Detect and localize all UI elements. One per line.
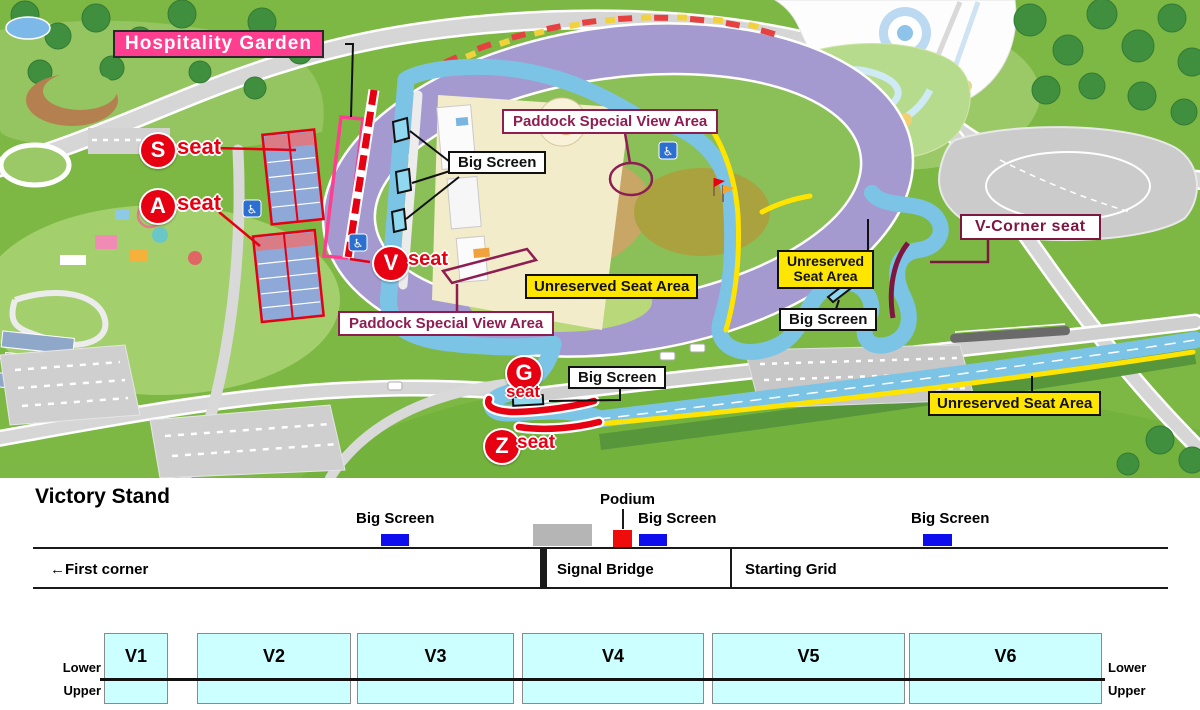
big-screen-label-1: Big Screen [356, 510, 435, 527]
s-seat-word: seat [177, 134, 222, 159]
big-screen-pit-label: Big Screen [448, 151, 547, 174]
paddock-special-view-top-label: Paddock Special View Area [502, 109, 719, 134]
a-seat-circle: A [139, 188, 177, 225]
wheelchair-icon: ♿ [658, 141, 678, 160]
a-seat-word: seat [177, 190, 222, 215]
forest [10, 0, 1200, 476]
maroon-annotations [440, 132, 990, 319]
track-top-line [33, 547, 1168, 549]
z-seat-word: seat [517, 432, 556, 453]
g-seat-word: seat [506, 382, 541, 401]
wheelchair-icon: ♿ [242, 199, 262, 218]
big-screen-marker-1 [381, 534, 409, 546]
z-seat-badge: Z seat [483, 428, 555, 465]
circuit-map-illustration: ♿ ♿ ♿ [0, 0, 1200, 478]
gz-seat-stands [482, 393, 605, 435]
podium-label: Podium [600, 491, 655, 508]
section-v6-label: V6 [994, 646, 1017, 666]
victory-stand-diagram: Victory Stand Big Screen Podium Big Scre… [0, 478, 1200, 710]
unreserved-right-line1: Unreserved [787, 253, 865, 269]
signal-bridge-label: Signal Bridge [557, 561, 654, 578]
track-bottom-line [33, 587, 1168, 589]
hospitality-garden-label: Hospitality Garden [113, 30, 324, 58]
seat-connectors [213, 146, 371, 264]
wheelchair-icon: ♿ [348, 233, 368, 252]
section-v6: V6 [909, 633, 1102, 704]
victory-stand-title: Victory Stand [35, 485, 170, 508]
connectors [345, 43, 1033, 402]
lower-label-left: Lower [62, 660, 101, 675]
svg-text:♿: ♿ [353, 237, 364, 251]
flag-icons [713, 178, 734, 202]
s-seat-badge: S seat [139, 132, 221, 169]
section-v2-label: V2 [262, 646, 286, 666]
svg-text:♿: ♿ [663, 145, 674, 159]
g-seat-badge: G seat [505, 355, 543, 401]
track-divider-thin [730, 547, 732, 589]
section-v5-label: V5 [797, 646, 820, 666]
unreserved-bottom-label: Unreserved Seat Area [928, 391, 1102, 416]
g-seat-circle: G [505, 355, 543, 392]
podium-pointer-line [622, 509, 624, 529]
unreserved-right-line2: Seat Area [793, 268, 858, 285]
v-seat-word: seat [408, 248, 449, 270]
vehicles [387, 323, 1070, 391]
section-v1-label: V1 [124, 646, 148, 666]
starting-grid-label: Starting Grid [745, 561, 837, 578]
signal-bridge-marker [533, 524, 592, 546]
big-screen-markers [390, 116, 852, 407]
section-v4-label: V4 [601, 646, 625, 666]
a-seat-badge: A seat [139, 188, 221, 225]
hospitality-garden-area [322, 115, 365, 260]
unreserved-center-label: Unreserved Seat Area [525, 274, 699, 299]
big-screen-label-2: Big Screen [638, 510, 717, 527]
svg-text:♿: ♿ [247, 203, 258, 217]
s-seat-circle: S [139, 132, 177, 169]
z-seat-circle: Z [483, 428, 521, 465]
grandstands [251, 128, 325, 324]
section-v3-label: V3 [424, 646, 447, 666]
v-seat-circle: V [372, 245, 410, 282]
section-v2: V2 [197, 633, 351, 704]
podium-marker [613, 530, 632, 547]
v-corner-seat-label: V-Corner seat [960, 214, 1101, 240]
v-seat-badge: V seat [372, 245, 448, 282]
section-v4: V4 [522, 633, 704, 704]
big-screen-label-3: Big Screen [911, 510, 990, 527]
upper-label-right: Upper [1108, 683, 1146, 698]
lower-label-right: Lower [1108, 660, 1147, 675]
wheelchair-icons: ♿ ♿ ♿ [242, 141, 678, 252]
upper-label-left: Upper [63, 683, 101, 698]
big-screen-marker-2 [639, 534, 667, 546]
v-seat-stands [342, 89, 380, 259]
big-screen-south-label: Big Screen [568, 366, 667, 389]
big-screen-right-label: Big Screen [779, 308, 878, 331]
unreserved-right-label: Unreserved Seat Area [777, 250, 875, 289]
paddock-special-view-bottom-label: Paddock Special View Area [338, 311, 555, 336]
big-screen-marker-3 [923, 534, 952, 546]
tier-divider-line [100, 678, 1105, 681]
circuit-map: ♿ ♿ ♿ Hospitality Garden S seat A seat [0, 0, 1200, 478]
first-corner-label: ←First corner [50, 561, 149, 578]
section-v5: V5 [712, 633, 905, 704]
section-v1: V1 [104, 633, 168, 704]
unreserved-lines [562, 109, 1196, 430]
section-v3: V3 [357, 633, 514, 704]
track-divider-thick [540, 547, 547, 589]
